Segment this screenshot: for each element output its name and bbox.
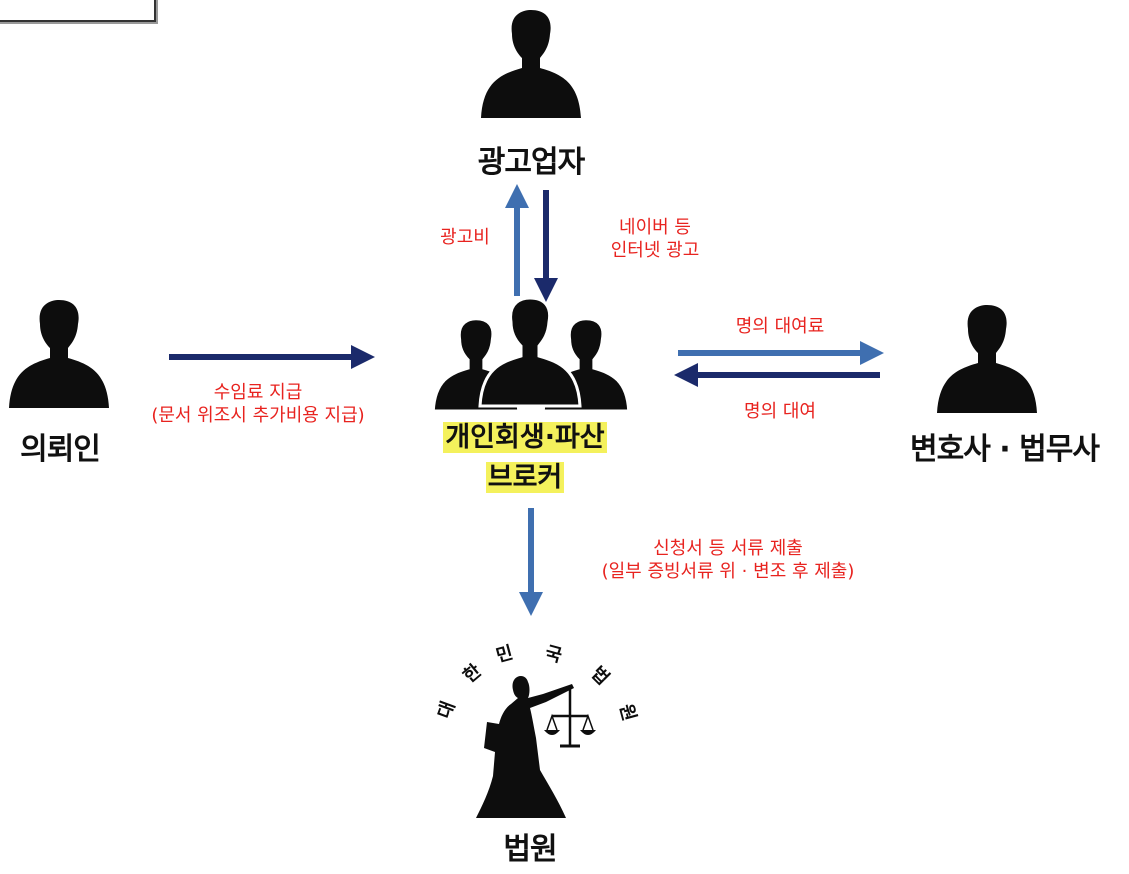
client-label: 의뢰인 xyxy=(20,432,101,467)
name-fee-label: 명의 대여료 xyxy=(735,316,825,337)
advertiser-person-icon xyxy=(481,10,581,118)
lawyer-person-icon xyxy=(937,305,1037,413)
seal-char: 대 xyxy=(434,699,459,722)
court-label: 법원 xyxy=(503,832,557,867)
ad-fee-label: 광고비 xyxy=(440,227,490,248)
retainer-line2: (문서 위조시 추가비용 지급) xyxy=(151,405,365,426)
advertiser-label: 광고업자 xyxy=(477,145,585,180)
retainer-line1: 수임료 지급 xyxy=(213,382,303,403)
seal-char: 원 xyxy=(615,702,640,723)
filing-line2: (일부 증빙서류 위 · 변조 후 제출) xyxy=(601,561,855,582)
broker-label: 개인회생·파산 브로커 xyxy=(410,418,640,498)
seal-char: 국 xyxy=(543,642,564,667)
seal-char: 민 xyxy=(494,642,515,667)
lawyer-label: 변호사 · 법무사 xyxy=(910,432,1100,467)
seal-char: 한 xyxy=(459,660,486,687)
broker-label-line2: 브로커 xyxy=(485,462,565,493)
internet-ad-label: 네이버 등 인터넷 광고 xyxy=(570,216,740,262)
internet-ad-line2: 인터넷 광고 xyxy=(610,240,700,261)
internet-ad-line1: 네이버 등 xyxy=(619,217,691,238)
retainer-label: 수임료 지급 (문서 위조시 추가비용 지급) xyxy=(108,381,408,427)
justice-statue-icon xyxy=(476,676,596,818)
broker-group-icon xyxy=(432,296,630,413)
corner-frame xyxy=(0,0,156,22)
court-seal-text: 대 한 민 국 법 원 xyxy=(434,642,639,723)
filing-label: 신청서 등 서류 제출 (일부 증빙서류 위 · 변조 후 제출) xyxy=(548,537,908,583)
broker-label-line1: 개인회생·파산 xyxy=(443,422,607,453)
client-person-icon xyxy=(9,300,109,408)
seal-char: 법 xyxy=(587,663,614,690)
name-lending-label: 명의 대여 xyxy=(744,401,816,422)
filing-line1: 신청서 등 서류 제출 xyxy=(653,538,803,559)
